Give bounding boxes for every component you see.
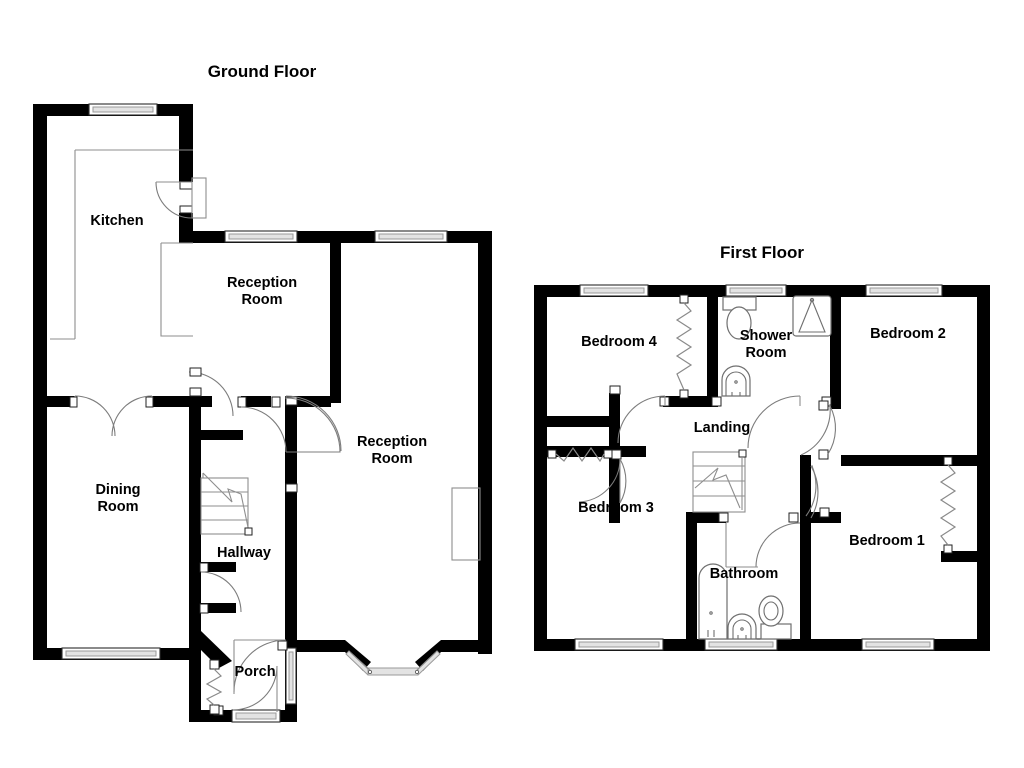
room-label-hallway: Hallway [217, 545, 271, 561]
room-label-bedroom-1: Bedroom 1 [849, 533, 925, 549]
shower-room-fixtures [721, 295, 832, 397]
first-floor-staircase [692, 449, 747, 513]
room-label-dining-room-line1: Dining [95, 482, 140, 498]
front-bay-window [345, 640, 441, 676]
ground-floor-walls [33, 104, 492, 722]
ground-floor-title: Ground Floor [208, 62, 317, 81]
room-label-bedroom-2: Bedroom 2 [870, 326, 946, 342]
room-label-reception-room-1-line2: Room [241, 292, 282, 308]
ground-floor-staircase [200, 472, 253, 536]
room-label-porch: Porch [234, 664, 275, 680]
room-label-reception-room-2-line1: Reception [357, 434, 427, 450]
fireplace-alcove [451, 487, 481, 561]
room-label-kitchen: Kitchen [90, 213, 143, 229]
bathroom-fixtures [698, 563, 792, 640]
room-label-bedroom-3: Bedroom 3 [578, 500, 654, 516]
room-label-landing: Landing [694, 420, 750, 436]
first-floor-room-labels: Bedroom 4 Shower Room Bedroom 2 Landing … [578, 326, 946, 582]
porch-partition-zigzag [205, 659, 223, 715]
first-floor-windows [574, 284, 943, 651]
ground-floor-doors [69, 177, 342, 716]
built-in-wardrobes [547, 294, 957, 554]
room-label-shower-room-line2: Room [745, 345, 786, 361]
first-floor-doors [578, 385, 837, 568]
room-label-dining-room-line2: Room [97, 499, 138, 515]
room-label-reception-room-1-line1: Reception [227, 275, 297, 291]
ground-floor-room-labels: Kitchen Reception Room Reception Room Di… [90, 213, 427, 680]
room-label-shower-room-line1: Shower [740, 328, 793, 344]
room-label-bedroom-4: Bedroom 4 [581, 334, 657, 350]
room-label-reception-room-2-line2: Room [371, 451, 412, 467]
room-label-bathroom: Bathroom [710, 566, 778, 582]
first-floor-title: First Floor [720, 243, 804, 262]
kitchen-units [50, 149, 193, 340]
ground-floor-windows [61, 103, 448, 723]
